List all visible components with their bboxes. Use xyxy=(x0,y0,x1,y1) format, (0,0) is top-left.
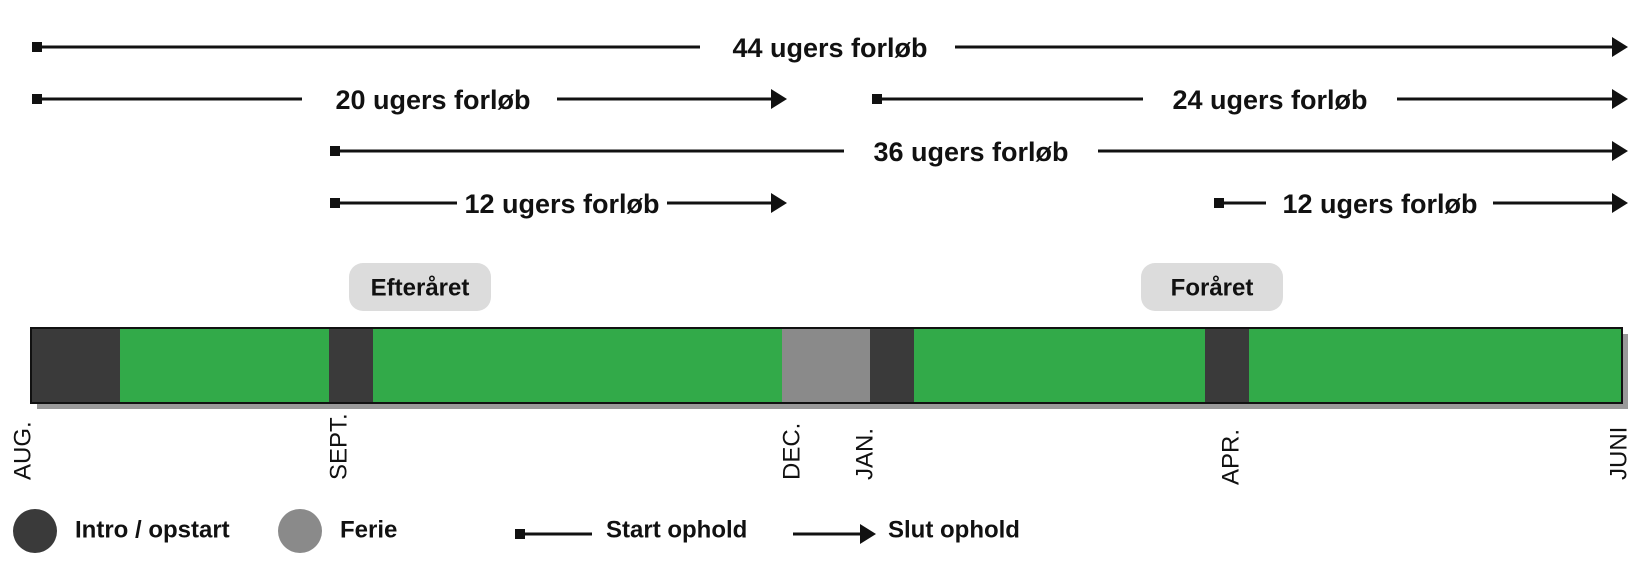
intro-segment xyxy=(329,328,373,403)
end-arrow xyxy=(771,193,787,213)
legend-label: Ferie xyxy=(340,516,397,543)
course-12-weeks-autumn: 12 ugers forløb xyxy=(330,189,787,219)
intro-swatch-icon xyxy=(13,509,57,553)
timeline-bar xyxy=(30,327,1623,404)
month-label: SEPT. xyxy=(325,413,352,480)
course-20-weeks: 20 ugers forløb xyxy=(32,85,787,115)
season-label: Efteråret xyxy=(371,274,470,301)
end-arrow xyxy=(1612,141,1628,161)
course-label: 44 ugers forløb xyxy=(732,33,927,63)
ferie-segment xyxy=(782,328,870,403)
legend-ferie: Ferie xyxy=(278,509,397,553)
season-autumn: Efteråret xyxy=(349,263,491,311)
ferie-swatch-icon xyxy=(278,509,322,553)
season-pill xyxy=(349,263,491,311)
season-pill xyxy=(1141,263,1283,311)
season-label: Foråret xyxy=(1171,274,1254,301)
month-label: APR. xyxy=(1217,429,1244,485)
course-label: 12 ugers forløb xyxy=(1282,189,1477,219)
legend-label: Start ophold xyxy=(606,516,747,543)
legend-start: Start ophold xyxy=(515,516,747,543)
course-24-weeks: 24 ugers forløb xyxy=(872,85,1628,115)
intro-segment xyxy=(1205,328,1249,403)
month-axis: AUG. SEPT. DEC. JAN. APR. JUNI xyxy=(9,413,1632,485)
start-marker xyxy=(1214,198,1224,208)
course-12-weeks-spring: 12 ugers forløb xyxy=(1214,189,1628,219)
month-label: DEC. xyxy=(778,423,805,480)
month-label: JUNI xyxy=(1605,427,1632,480)
start-marker xyxy=(872,94,882,104)
timeline-border xyxy=(30,327,1623,404)
intro-segment xyxy=(870,328,914,403)
course-label: 36 ugers forløb xyxy=(873,137,1068,167)
month-label: AUG. xyxy=(9,421,36,480)
end-arrow-icon xyxy=(860,524,876,544)
start-marker xyxy=(32,94,42,104)
legend-label: Slut ophold xyxy=(888,516,1020,543)
course-label: 24 ugers forløb xyxy=(1172,85,1367,115)
course-44-weeks: 44 ugers forløb xyxy=(32,33,1628,63)
start-marker xyxy=(330,198,340,208)
season-spring: Foråret xyxy=(1141,263,1283,311)
month-label: JAN. xyxy=(851,428,878,480)
legend-label: Intro / opstart xyxy=(75,516,230,543)
end-arrow xyxy=(771,89,787,109)
end-arrow xyxy=(1612,193,1628,213)
start-marker-icon xyxy=(515,529,525,539)
start-marker xyxy=(32,42,42,52)
start-marker xyxy=(330,146,340,156)
legend-intro: Intro / opstart xyxy=(13,509,230,553)
intro-segment xyxy=(31,328,120,403)
end-arrow xyxy=(1612,89,1628,109)
course-label: 20 ugers forløb xyxy=(335,85,530,115)
course-36-weeks: 36 ugers forløb xyxy=(330,137,1628,167)
course-label: 12 ugers forløb xyxy=(464,189,659,219)
legend: Intro / opstart Ferie Start ophold Slut … xyxy=(13,509,1020,553)
end-arrow xyxy=(1612,37,1628,57)
legend-slut: Slut ophold xyxy=(793,516,1020,544)
